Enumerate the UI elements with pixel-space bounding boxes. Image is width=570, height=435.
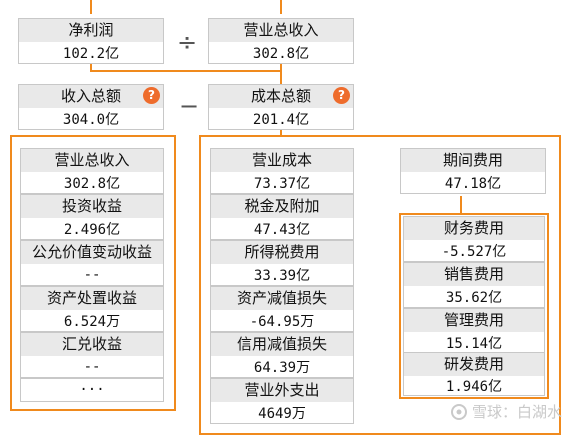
expense-item: 销售费用 35.62亿: [403, 262, 545, 308]
income-item-value: 2.496亿: [21, 218, 163, 239]
income-item-label: 投资收益: [21, 195, 163, 218]
expense-item: 研发费用 1.946亿: [403, 352, 545, 396]
income-item-label: 营业总收入: [21, 149, 163, 172]
income-item-value: 6.524万: [21, 310, 163, 331]
income-item: 公允价值变动收益 --: [20, 240, 164, 286]
connector-top-h: [90, 0, 92, 14]
income-item: 投资收益 2.496亿: [20, 194, 164, 240]
income-item-label: 汇兑收益: [21, 333, 163, 356]
income-item-value: --: [21, 356, 163, 377]
expense-item-label: 财务费用: [404, 217, 544, 240]
minus-operator: −: [179, 92, 200, 120]
connector-mid-left-v: [90, 62, 92, 72]
cost-item-label: 营业成本: [211, 149, 353, 172]
expense-item-value: 15.14亿: [404, 332, 544, 353]
cost-item: 营业外支出 4649万: [210, 378, 354, 424]
expense-item-label: 销售费用: [404, 263, 544, 286]
income-item: 营业总收入 302.8亿: [20, 148, 164, 194]
total-income-value: 304.0亿: [19, 108, 163, 129]
period-expense-value: 47.18亿: [401, 172, 545, 193]
expense-item-label: 管理费用: [404, 309, 544, 332]
expense-breakdown-frame: [399, 213, 549, 399]
expense-item: 财务费用 -5.527亿: [403, 216, 545, 262]
help-icon[interactable]: ?: [143, 87, 160, 104]
cost-item-label: 营业外支出: [211, 379, 353, 402]
income-item: 资产处置收益 6.524万: [20, 286, 164, 332]
connector-period-h: [460, 196, 462, 214]
watermark: 雪球：白湖水: [450, 401, 562, 422]
cost-item: 信用减值损失 64.39万: [210, 332, 354, 378]
income-item-value: --: [21, 264, 163, 285]
connector-mid-h: [90, 70, 280, 72]
period-expense-box: 期间费用 47.18亿: [400, 148, 546, 194]
net-profit-box: 净利润 102.2亿: [18, 18, 164, 64]
total-cost-value: 201.4亿: [209, 108, 353, 129]
cost-item: 营业成本 73.37亿: [210, 148, 354, 194]
income-item-value: 302.8亿: [21, 172, 163, 193]
connector-top-right-v: [280, 0, 282, 14]
cost-item-label: 信用减值损失: [211, 333, 353, 356]
revenue-box: 营业总收入 302.8亿: [208, 18, 354, 64]
expense-item-label: 研发费用: [404, 353, 544, 376]
divide-operator: ÷: [177, 28, 198, 56]
income-item: 汇兑收益 --: [20, 332, 164, 378]
expense-item-value: -5.527亿: [404, 240, 544, 261]
total-cost-label: 成本总额: [209, 85, 353, 108]
cost-item: 所得税费用 33.39亿: [210, 240, 354, 286]
period-expense-label: 期间费用: [401, 149, 545, 172]
watermark-text: 雪球：白湖水: [471, 403, 562, 421]
income-item-label: 公允价值变动收益: [21, 241, 163, 264]
expense-item: 管理费用 15.14亿: [403, 308, 545, 354]
total-income-box: 收入总额 304.0亿: [18, 84, 164, 130]
income-more-ellipsis: ···: [21, 379, 163, 401]
snowball-icon: [450, 403, 467, 420]
total-income-label: 收入总额: [19, 85, 163, 108]
cost-item-value: 4649万: [211, 402, 353, 423]
income-breakdown-frame: [10, 135, 176, 411]
connector-mid-right-v: [280, 62, 282, 84]
help-icon[interactable]: ?: [333, 87, 350, 104]
net-profit-value: 102.2亿: [19, 42, 163, 63]
cost-item-value: 33.39亿: [211, 264, 353, 285]
net-profit-label: 净利润: [19, 19, 163, 42]
cost-item-value: 47.43亿: [211, 218, 353, 239]
income-more-box: ···: [20, 378, 164, 402]
connector-top-h: [90, 12, 92, 14]
expense-item-value: 1.946亿: [404, 376, 544, 395]
cost-item-label: 资产减值损失: [211, 287, 353, 310]
cost-item-label: 所得税费用: [211, 241, 353, 264]
total-cost-box: 成本总额 201.4亿: [208, 84, 354, 130]
revenue-label: 营业总收入: [209, 19, 353, 42]
cost-item-value: 64.39万: [211, 356, 353, 377]
cost-item: 税金及附加 47.43亿: [210, 194, 354, 240]
cost-item-value: 73.37亿: [211, 172, 353, 193]
revenue-value: 302.8亿: [209, 42, 353, 63]
cost-item-value: -64.95万: [211, 310, 353, 331]
income-item-label: 资产处置收益: [21, 287, 163, 310]
cost-item: 资产减值损失 -64.95万: [210, 286, 354, 332]
cost-item-label: 税金及附加: [211, 195, 353, 218]
expense-item-value: 35.62亿: [404, 286, 544, 307]
